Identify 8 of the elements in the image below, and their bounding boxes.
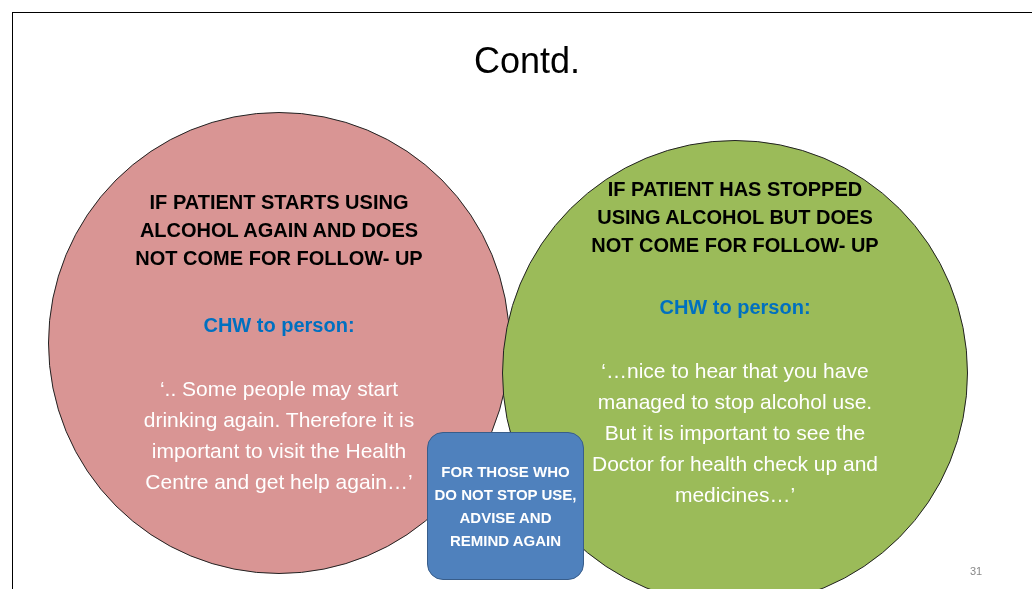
quote-text: ‘…nice to hear that you have managed to stop alcohol use. But it is important to see the Doctor for health check up and medicines…’ xyxy=(591,358,879,508)
advice-box: FOR THOSE WHO DO NOT STOP USE, ADVISE AND REMIND AGAIN xyxy=(427,432,584,580)
slide-title: Contd. xyxy=(472,40,582,82)
condition-heading: IF PATIENT HAS STOPPED USING ALCOHOL BUT DOES NOT COME FOR FOLLOW- UP xyxy=(590,177,880,258)
condition-heading: IF PATIENT STARTS USING ALCOHOL AGAIN AND DOES NOT COME FOR FOLLOW- UP xyxy=(134,190,424,271)
quote-text: ‘.. Some people may start drinking again. Therefore it is important to visit the Health Centre and get help again…’ xyxy=(142,376,416,495)
speaker-label: CHW to person: xyxy=(202,313,356,338)
speaker-label: CHW to person: xyxy=(658,295,812,320)
